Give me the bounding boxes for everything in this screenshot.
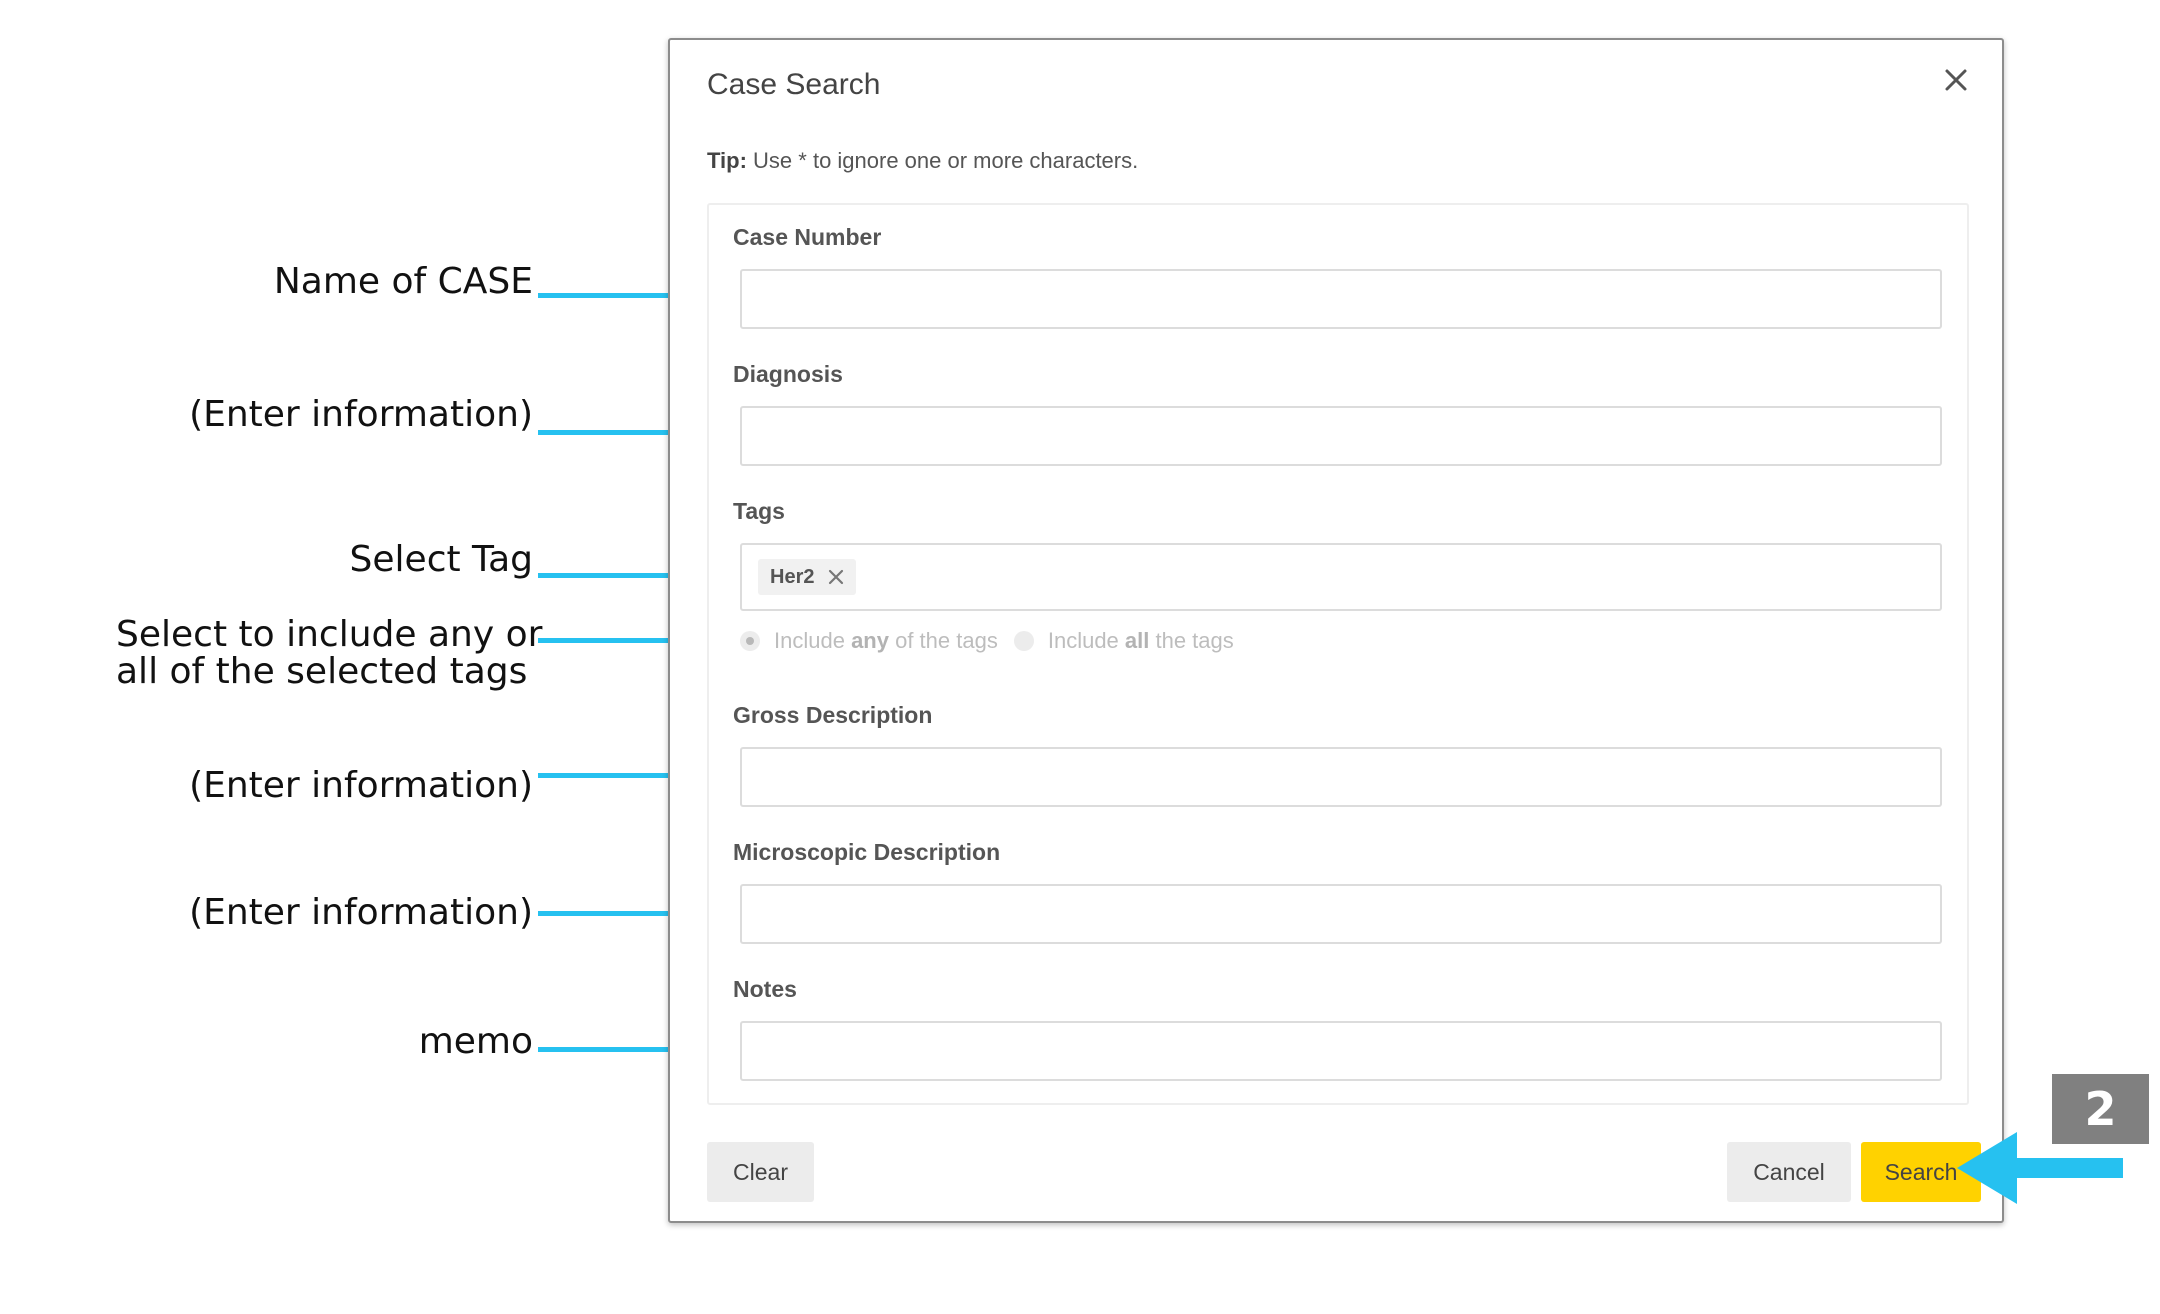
search-button[interactable]: Search [1861,1142,1981,1202]
step-number-badge: 2 [2052,1074,2149,1144]
case-number-label: Case Number [733,224,882,250]
annotation-diagnosis: (Enter information) [189,394,533,435]
annotation-line-gross [538,773,739,778]
annotation-notes: memo [418,1021,533,1062]
annotation-line-case-number [538,293,739,298]
arrow-left-icon [1957,1132,2123,1204]
gross-description-label: Gross Description [733,702,933,728]
annotation-tags: Select Tag [349,539,533,580]
notes-input[interactable] [740,1021,1942,1081]
radio-include-all[interactable] [1013,631,1034,651]
tag-chip: Her2 [758,559,857,595]
radio-include-any[interactable] [740,631,760,651]
notes-label: Notes [733,976,797,1002]
tags-input[interactable]: Her2 [740,543,1942,611]
annotation-gross: (Enter information) [189,765,533,806]
clear-button[interactable]: Clear [707,1142,814,1202]
annotation-tag-mode-line2: all of the selected tags [116,651,528,692]
annotation-line-tag-mode [538,638,739,643]
x-icon[interactable] [826,567,846,587]
tag-mode-group: Include any of the tags Include all the … [740,628,1234,654]
search-fields-panel: Case Number Diagnosis Tags Her2 Include … [707,203,1969,1105]
dialog-title: Case Search [707,68,881,101]
annotation-line-tags [538,573,739,578]
search-tip: Tip: Use * to ignore one or more charact… [707,148,1138,174]
microscopic-description-label: Microscopic Description [733,839,1001,865]
radio-include-all-label: Include all the tags [1047,628,1234,653]
tags-label: Tags [733,498,785,524]
annotation-case-number: Name of CASE [273,261,533,302]
radio-include-any-label: Include any of the tags [774,628,998,653]
annotation-tag-mode: Select to include any or all of the sele… [116,616,546,690]
annotation-line-notes [538,1047,739,1052]
tip-text: Use * to ignore one or more characters. [753,148,1139,173]
case-number-input[interactable] [740,269,1942,329]
annotation-line-microscopic [538,911,739,916]
diagnosis-label: Diagnosis [733,361,843,387]
cancel-button[interactable]: Cancel [1727,1142,1851,1202]
annotation-tag-mode-line1: Select to include any or [116,614,543,655]
microscopic-description-input[interactable] [740,884,1942,944]
gross-description-input[interactable] [740,747,1942,807]
close-icon[interactable] [1938,62,1974,98]
annotation-line-diagnosis [538,430,739,435]
case-search-dialog: Case Search Tip: Use * to ignore one or … [668,38,2004,1223]
tag-chip-label: Her2 [770,565,815,588]
annotation-microscopic: (Enter information) [189,892,533,933]
diagnosis-input[interactable] [740,406,1942,466]
tip-prefix: Tip: [707,148,747,173]
